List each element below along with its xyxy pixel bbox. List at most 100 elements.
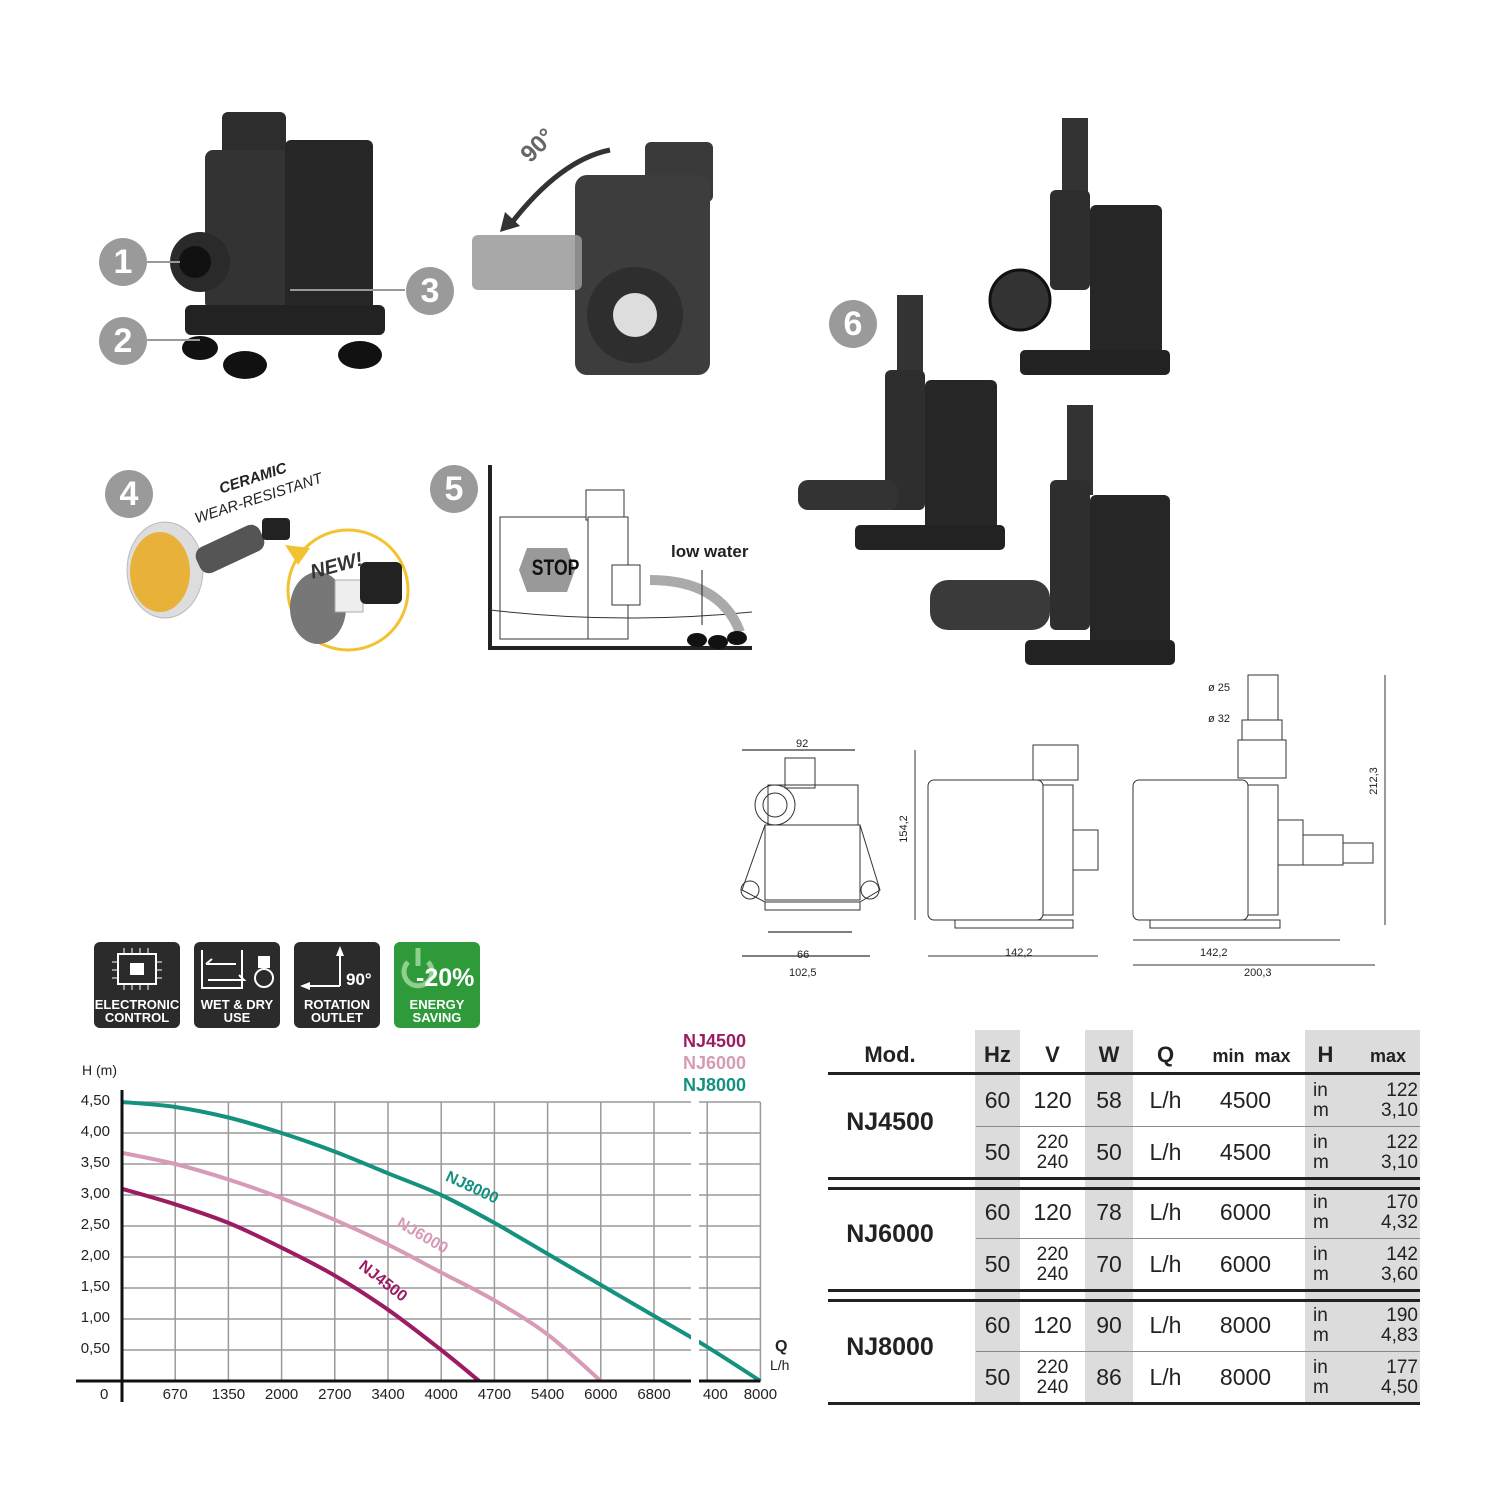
- cell-w: 78: [1096, 1199, 1122, 1225]
- series-label-nj8000: NJ8000: [443, 1168, 501, 1207]
- dim-142-2-full: 142,2: [1200, 947, 1228, 959]
- cell-q-unit: L/h: [1149, 1312, 1182, 1338]
- cell-hz: 50: [984, 1139, 1011, 1165]
- cell-hz: 60: [984, 1312, 1011, 1338]
- cell-hz: 50: [984, 1251, 1011, 1277]
- h-max-in: 122: [1386, 1080, 1418, 1101]
- callout-6: 6: [829, 300, 877, 348]
- cell-q-unit: L/h: [1149, 1199, 1182, 1225]
- unit-m: m: [1313, 1325, 1329, 1346]
- h-max-m: 4,50: [1381, 1377, 1418, 1398]
- y-tick-label: 0,50: [80, 1340, 110, 1357]
- cell-w: 90: [1096, 1312, 1122, 1338]
- dim-92: 92: [796, 738, 809, 750]
- dim-212-3: 212,3: [1367, 767, 1380, 795]
- y-tick-label: 2,50: [80, 1216, 110, 1233]
- callout-4: 4: [105, 470, 153, 518]
- legend-nj8000: NJ8000: [683, 1075, 747, 1095]
- model-name: NJ4500: [846, 1108, 934, 1136]
- x-tick-label: 4000: [424, 1386, 458, 1403]
- axis-break: [691, 1095, 699, 1405]
- feature-label-2: SAVING: [412, 1010, 462, 1025]
- callout-5: 5: [430, 465, 478, 513]
- x-tick-label: 8000: [743, 1386, 778, 1403]
- series-line-nj8000: [121, 1100, 762, 1383]
- x-tick-label: 2000: [264, 1386, 299, 1403]
- h-max-m: 3,60: [1381, 1264, 1418, 1285]
- legend-nj6000: NJ6000: [683, 1053, 747, 1073]
- series-label-nj6000: NJ6000: [394, 1215, 451, 1258]
- model-name: NJ6000: [846, 1220, 934, 1248]
- cell-hz: 50: [984, 1364, 1011, 1390]
- cell-w: 86: [1096, 1364, 1122, 1390]
- h-max-in: 177: [1386, 1357, 1418, 1378]
- cell-v2: 240: [1036, 1152, 1069, 1173]
- series-line-nj4500: [121, 1186, 481, 1383]
- dim-142-2-side: 142,2: [1005, 947, 1033, 959]
- header-mod: Mod.: [864, 1042, 916, 1067]
- rotation-badge: 90°: [346, 970, 372, 989]
- cell-q-max: 6000: [1219, 1251, 1272, 1277]
- header-q: Q: [1156, 1042, 1175, 1067]
- y-tick-label: 1,00: [80, 1309, 110, 1326]
- cell-w: 58: [1096, 1087, 1122, 1113]
- feature-label-1: ENERGY: [409, 997, 465, 1012]
- series-label-nj4500: NJ4500: [355, 1258, 410, 1306]
- x-tick-label: 2700: [318, 1386, 352, 1403]
- unit-m: m: [1313, 1377, 1329, 1398]
- pump-main-image: [147, 112, 405, 379]
- y-tick-label: 3,50: [80, 1154, 110, 1171]
- h-max-m: 4,83: [1381, 1325, 1418, 1346]
- h-max-m: 3,10: [1381, 1152, 1418, 1173]
- y-tick-label: 1,50: [80, 1278, 110, 1295]
- model-name: NJ8000: [846, 1333, 934, 1361]
- cell-q-max: 4500: [1219, 1087, 1272, 1113]
- cell-v: 120: [1033, 1087, 1072, 1113]
- pump-variants-image: [798, 118, 1175, 665]
- x-tick-label: 670: [162, 1386, 188, 1403]
- h-max-in: 190: [1386, 1305, 1418, 1326]
- cell-q-unit: L/h: [1149, 1251, 1182, 1277]
- cell-q-max: 6000: [1219, 1199, 1272, 1225]
- side-view-drawing: [914, 744, 1099, 957]
- x-tick-label: 6000: [584, 1386, 618, 1403]
- cell-q-max: 8000: [1219, 1312, 1272, 1338]
- y-tick-label: 4,00: [80, 1123, 110, 1140]
- header-h: H: [1317, 1042, 1334, 1067]
- header-h-max: max: [1369, 1046, 1407, 1066]
- chip-icon: [112, 948, 162, 990]
- dim-200-3: 200,3: [1244, 967, 1272, 979]
- dimension-drawings: [740, 674, 1386, 966]
- cell-v: 120: [1033, 1199, 1072, 1225]
- unit-in: in: [1313, 1132, 1328, 1153]
- cell-v: 120: [1033, 1312, 1072, 1338]
- cell-v2: 240: [1036, 1377, 1069, 1398]
- cell-q-max: 8000: [1219, 1364, 1272, 1390]
- y-tick-label: 4,50: [80, 1092, 110, 1109]
- cell-v2: 240: [1036, 1264, 1069, 1285]
- h-max-in: 122: [1386, 1132, 1418, 1153]
- y-tick-label: 2,00: [80, 1247, 110, 1264]
- unit-m: m: [1313, 1264, 1329, 1285]
- dim-66: 66: [797, 949, 810, 961]
- y-axis-label: H (m): [82, 1062, 117, 1078]
- h-max-in: 170: [1386, 1192, 1418, 1213]
- cell-w: 70: [1096, 1251, 1122, 1277]
- header-min-max: min max: [1212, 1046, 1291, 1066]
- h-max-m: 3,10: [1381, 1100, 1418, 1121]
- x-tick-label: 5400: [530, 1386, 565, 1403]
- cell-q-unit: L/h: [1149, 1087, 1182, 1113]
